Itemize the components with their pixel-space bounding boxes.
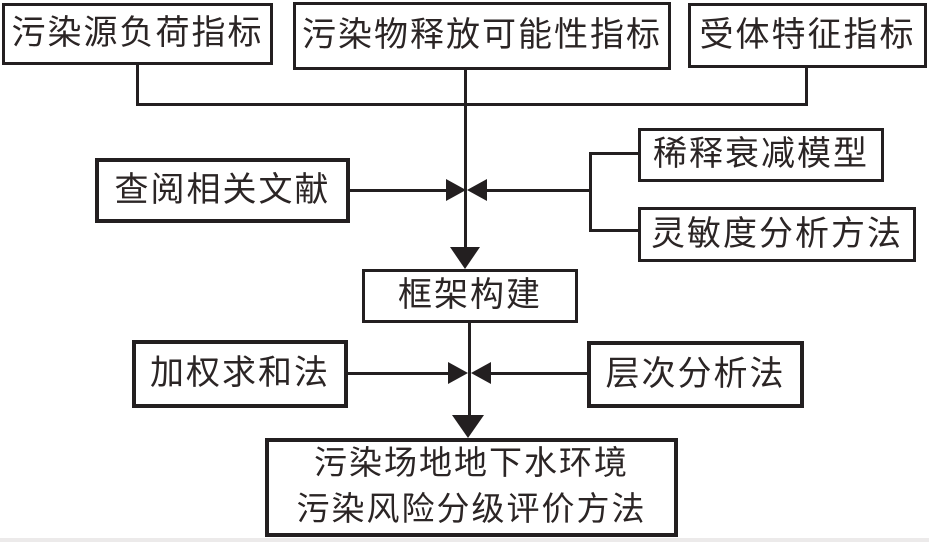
node-framework: 框架构建 [362,269,578,323]
connector-weighted-sum-right [346,372,448,375]
node-receptor-label: 受体特征指标 [699,16,916,54]
node-final-method-label: 污染场地地下水环境 污染风险分级评价方法 [297,442,647,533]
connector-receptor-down [805,66,808,105]
node-release-possibility-label: 污染物释放可能性指标 [302,17,662,55]
node-weighted-sum-label: 加权求和法 [150,355,330,393]
arrow-right-literature-icon [446,179,466,201]
connector-literature-right [348,189,448,192]
connector-source-load-down [136,63,139,105]
arrow-right-weighted-sum-icon [448,362,468,384]
node-dilution-model: 稀释衰减模型 [638,128,884,182]
scan-edge-artifact [0,538,929,542]
node-source-load: 污染源负荷指标 [2,3,273,65]
node-ahp: 层次分析法 [587,341,804,408]
node-final-method: 污染场地地下水环境 污染风险分级评价方法 [265,438,678,537]
node-source-load-label: 污染源负荷指标 [11,15,264,53]
node-literature: 查阅相关文献 [95,158,350,223]
connector-bracket-vertical [589,152,592,232]
connector-bracket-left [487,189,590,192]
arrow-down-framework-icon [450,247,480,269]
node-final-method-line1: 污染场地地下水环境 [314,445,629,482]
connector-ahp-left [491,372,588,375]
node-literature-label: 查阅相关文献 [114,171,331,209]
node-final-method-line2: 污染风险分级评价方法 [296,491,647,528]
arrow-down-final-icon [452,415,484,438]
node-sensitivity-method-label: 灵敏度分析方法 [651,215,903,253]
connector-bracket-bottom-stub [589,229,638,232]
node-receptor: 受体特征指标 [688,3,927,68]
node-release-possibility: 污染物释放可能性指标 [293,2,671,70]
connector-top-bus [136,103,808,106]
arrow-left-models-icon [467,179,487,201]
connector-center-vertical-bottom [468,321,471,416]
connector-bracket-top-stub [589,152,638,155]
node-sensitivity-method: 灵敏度分析方法 [638,207,916,262]
node-ahp-label: 层次分析法 [605,355,786,393]
connector-center-vertical-top [464,69,467,249]
arrow-left-ahp-icon [471,362,491,384]
node-dilution-model-label: 稀释衰减模型 [653,136,869,174]
node-weighted-sum: 加权求和法 [132,340,348,408]
node-framework-label: 框架构建 [398,277,542,315]
